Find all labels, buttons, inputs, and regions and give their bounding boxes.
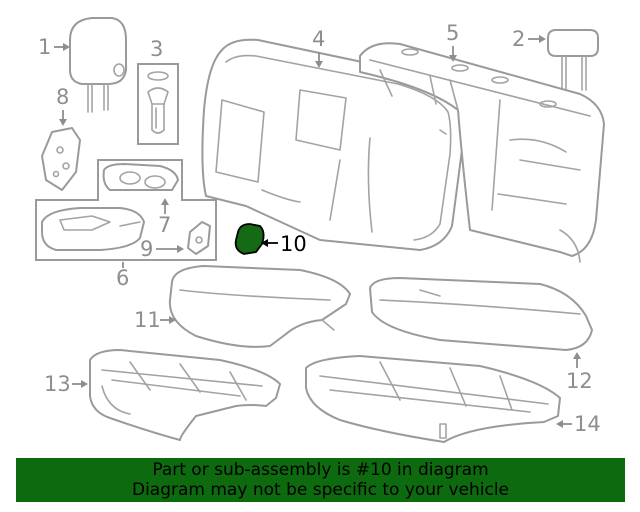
- svg-text:5: 5: [446, 21, 459, 45]
- callout-13: 13: [44, 372, 88, 396]
- part-cushion-frame-left: [89, 349, 281, 441]
- svg-text:7: 7: [158, 213, 171, 237]
- svg-text:3: 3: [150, 37, 163, 61]
- notice-line-1: Part or sub-assembly is #10 in diagram: [152, 460, 489, 480]
- svg-text:4: 4: [312, 27, 325, 51]
- svg-text:14: 14: [574, 412, 601, 436]
- part-cushion-frame-right: [305, 355, 561, 443]
- callout-3: 3: [150, 37, 163, 61]
- part-headrest-left: [69, 17, 127, 113]
- callout-5: 5: [446, 21, 459, 62]
- svg-text:9: 9: [140, 237, 153, 261]
- part-seat-frame: [359, 42, 605, 263]
- svg-text:11: 11: [134, 308, 161, 332]
- part-bracket: [41, 127, 81, 191]
- callout-8: 8: [56, 85, 69, 126]
- svg-text:10: 10: [280, 232, 307, 256]
- callout-14: 14: [556, 412, 601, 436]
- notice-line-2: Diagram may not be specific to your vehi…: [131, 480, 509, 500]
- callout-9: 9: [140, 237, 184, 261]
- svg-text:2: 2: [512, 27, 525, 51]
- callout-12: 12: [566, 352, 593, 393]
- part-armrest-assembly: [35, 159, 217, 261]
- svg-text:8: 8: [56, 85, 69, 109]
- svg-text:6: 6: [116, 266, 129, 290]
- callout-6: 6: [116, 262, 129, 290]
- svg-text:13: 13: [44, 372, 71, 396]
- callout-11: 11: [134, 308, 176, 332]
- part-10-highlighted: [234, 223, 265, 255]
- svg-text:1: 1: [38, 35, 51, 59]
- part-seat-cushion-pad: [168, 265, 351, 348]
- part-headrest-right: [547, 29, 599, 91]
- svg-text:12: 12: [566, 369, 593, 393]
- callout-4: 4: [312, 27, 325, 68]
- part-latch: [187, 221, 211, 255]
- callout-7: 7: [158, 198, 171, 237]
- part-notice-banner: Part or sub-assembly is #10 in diagram D…: [16, 458, 625, 502]
- callout-10: 10: [261, 232, 307, 256]
- callout-2: 2: [512, 27, 546, 51]
- part-seat-cushion-right: [369, 277, 593, 351]
- part-guide-sleeve: [137, 63, 179, 145]
- part-seat-back: [201, 38, 464, 251]
- callout-1: 1: [38, 35, 70, 59]
